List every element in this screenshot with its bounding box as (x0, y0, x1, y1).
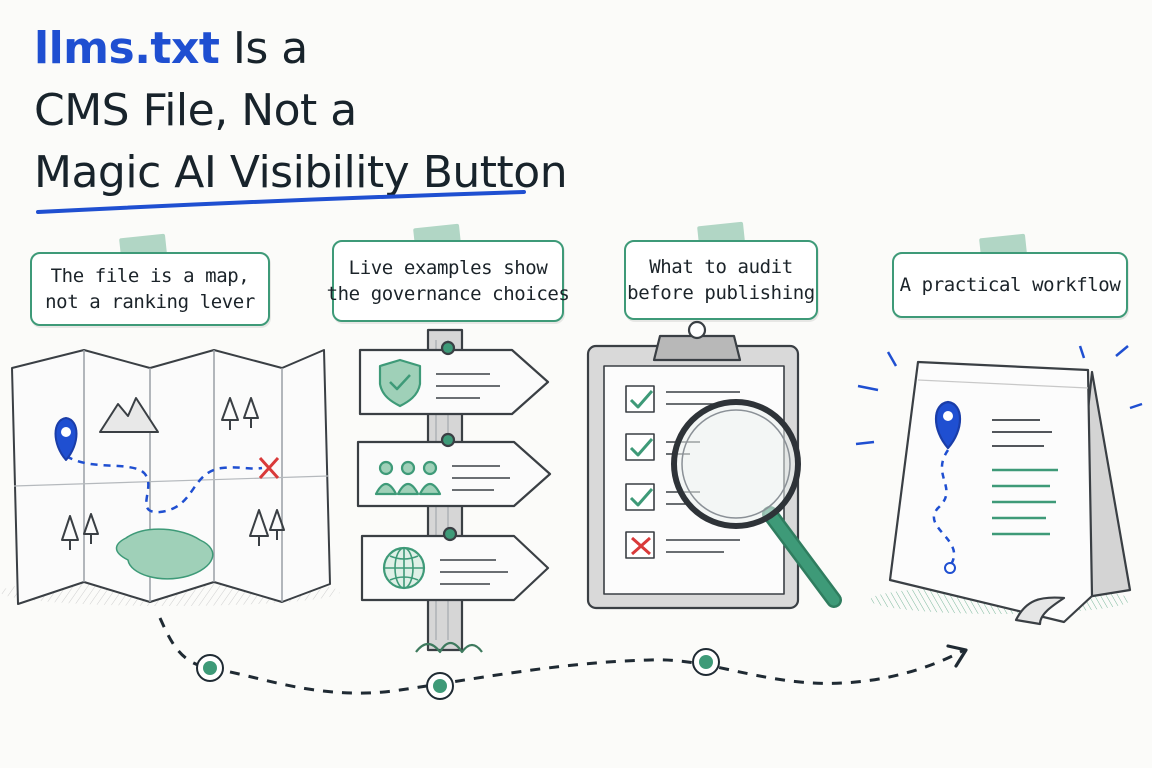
title-line-1-rest: Is a (219, 23, 308, 74)
title-line-3: Magic AI Visibility Button (34, 147, 568, 198)
signpost-icon (356, 328, 552, 654)
step-1-line-1: The file is a map, (50, 265, 250, 287)
step-3-line-1: What to audit (649, 256, 793, 278)
journey-node-3 (692, 648, 720, 676)
step-card-4: A practical workflow (892, 252, 1128, 318)
step-2-line-1: Live examples show (348, 257, 548, 279)
title-line-2: CMS File, Not a (34, 85, 357, 136)
step-3-line-2: before publishing (627, 282, 815, 304)
step-4-line-1: A practical workflow (899, 274, 1121, 296)
workflow-document-icon (855, 345, 1143, 626)
journey-path (158, 617, 968, 695)
step-1-line-2: not a ranking lever (45, 291, 255, 313)
title-line-1: llms.txt Is a (34, 18, 594, 80)
map-icon (0, 349, 340, 606)
journey-node-2 (426, 672, 454, 700)
title-highlight: llms.txt (34, 23, 220, 74)
clipboard-checklist-icon (586, 320, 842, 610)
step-2-line-2: the governance choices (326, 283, 570, 305)
journey-node-1 (196, 654, 224, 682)
step-card-3: What to audit before publishing (624, 240, 818, 320)
page-title: llms.txt Is a CMS File, Not a Magic AI V… (34, 18, 594, 204)
title-underline (36, 190, 526, 214)
step-card-1: The file is a map, not a ranking lever (30, 252, 270, 326)
step-card-2: Live examples show the governance choices (327, 240, 570, 322)
